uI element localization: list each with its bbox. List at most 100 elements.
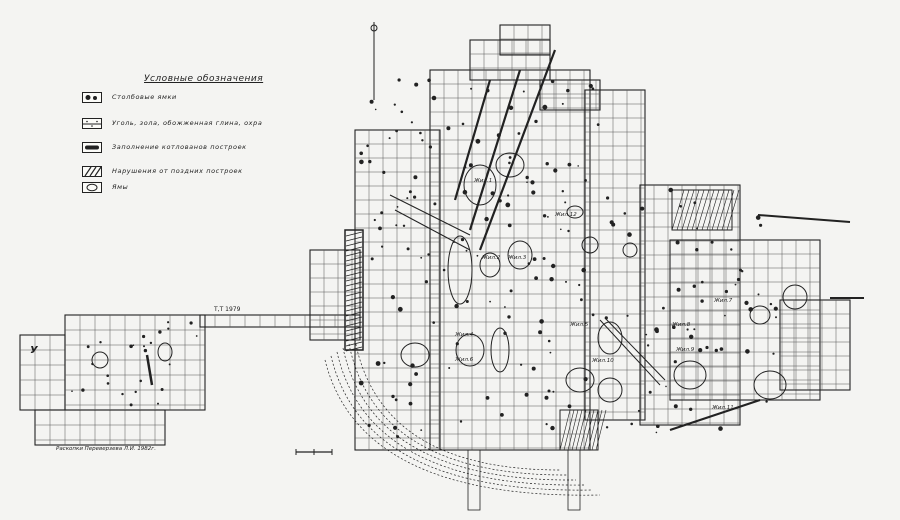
post-hole xyxy=(772,352,775,355)
post-hole xyxy=(668,187,674,193)
post-hole xyxy=(689,334,694,339)
dwelling-label: Жил.9 xyxy=(676,347,695,353)
pit xyxy=(447,235,473,305)
post-hole xyxy=(705,345,709,350)
post-hole xyxy=(724,289,729,294)
post-hole xyxy=(421,139,424,142)
post-hole xyxy=(375,361,381,366)
post-hole xyxy=(81,388,85,392)
post-hole xyxy=(553,168,558,173)
post-hole xyxy=(719,347,724,351)
pit-swatch-icon xyxy=(82,181,102,193)
post-hole xyxy=(520,363,523,366)
post-hole xyxy=(550,79,555,84)
post-hole xyxy=(549,277,554,282)
post-hole xyxy=(773,306,778,311)
post-hole xyxy=(106,374,109,378)
legend-item-pit-fill: Заполнение котлованов построек xyxy=(82,140,247,154)
disturbance-hatch-swatch-icon xyxy=(82,165,102,177)
post-hole xyxy=(465,300,469,303)
grid-block xyxy=(19,334,66,411)
post-hole xyxy=(591,87,595,90)
post-hole xyxy=(526,181,528,183)
post-hole xyxy=(468,163,473,168)
post-hole xyxy=(530,180,535,185)
excavation-features xyxy=(71,49,808,511)
post-hole xyxy=(368,159,372,164)
hatch-line xyxy=(726,189,740,231)
post-hole xyxy=(673,360,677,364)
grid-block xyxy=(429,69,591,451)
author-note: Раскопки Переверзева Л.И. 1982г. xyxy=(56,446,156,452)
post-hole xyxy=(490,191,495,196)
post-hole xyxy=(420,429,423,431)
trench-label: Т,Т 1979 xyxy=(214,306,241,313)
grid-block xyxy=(539,79,601,111)
hatch-line xyxy=(575,409,587,451)
hatch-line xyxy=(345,331,363,337)
hatch-line xyxy=(345,326,363,332)
hatch-line xyxy=(571,409,583,451)
post-hole xyxy=(640,206,645,211)
post-hole xyxy=(698,348,703,353)
post-hole xyxy=(143,348,148,353)
post-hole xyxy=(637,409,640,412)
hatch-line xyxy=(345,286,363,292)
post-hole xyxy=(408,382,413,387)
post-hole xyxy=(527,262,531,265)
post-hole xyxy=(402,224,406,227)
post-hole xyxy=(567,229,570,233)
post-hole xyxy=(369,99,374,104)
post-hole xyxy=(454,303,459,309)
post-hole xyxy=(397,78,401,82)
post-hole xyxy=(534,276,538,280)
post-hole xyxy=(470,87,473,90)
post-hole xyxy=(542,214,547,218)
post-hole xyxy=(448,367,451,369)
hatch-line xyxy=(696,189,710,231)
post-hole xyxy=(129,403,133,407)
post-hole xyxy=(366,144,369,148)
dwelling-label: Жил.7 xyxy=(714,298,733,304)
post-hole xyxy=(689,407,693,411)
hatch-line xyxy=(579,409,591,451)
grid-block xyxy=(779,299,851,391)
post-hole xyxy=(189,321,193,325)
post-hole xyxy=(686,328,689,331)
post-hole xyxy=(759,223,763,227)
post-hole xyxy=(500,413,504,417)
hatch-line xyxy=(345,336,363,342)
grid-block xyxy=(309,249,361,341)
post-hole xyxy=(675,240,680,245)
post-hole xyxy=(736,277,741,282)
post-hole xyxy=(504,306,506,308)
post-hole xyxy=(149,341,153,345)
post-hole xyxy=(755,215,761,220)
post-hole xyxy=(419,131,422,135)
hatch-line xyxy=(706,189,720,231)
post-hole xyxy=(710,240,714,244)
post-hole xyxy=(645,333,648,336)
post-hole xyxy=(623,212,627,215)
post-hole xyxy=(525,175,529,180)
hatch-line xyxy=(559,409,571,451)
post-hole xyxy=(505,202,511,208)
post-hole xyxy=(99,341,102,344)
post-hole xyxy=(414,372,418,376)
dwelling-label: Жил.11 xyxy=(712,405,734,411)
post-hole xyxy=(567,404,572,409)
post-hole xyxy=(106,382,110,385)
dwelling-label: Жил.2 xyxy=(482,255,501,261)
grid-block xyxy=(669,239,821,401)
post-hole xyxy=(393,103,396,106)
post-hole xyxy=(507,223,512,228)
post-hole xyxy=(508,105,514,111)
post-hole xyxy=(547,339,551,343)
post-hole xyxy=(662,306,665,310)
post-hole xyxy=(775,316,777,319)
post-hole xyxy=(588,83,593,89)
post-hole xyxy=(406,197,409,200)
post-hole xyxy=(503,331,507,335)
section-marker-right xyxy=(757,214,864,299)
hatch-line xyxy=(345,231,363,237)
